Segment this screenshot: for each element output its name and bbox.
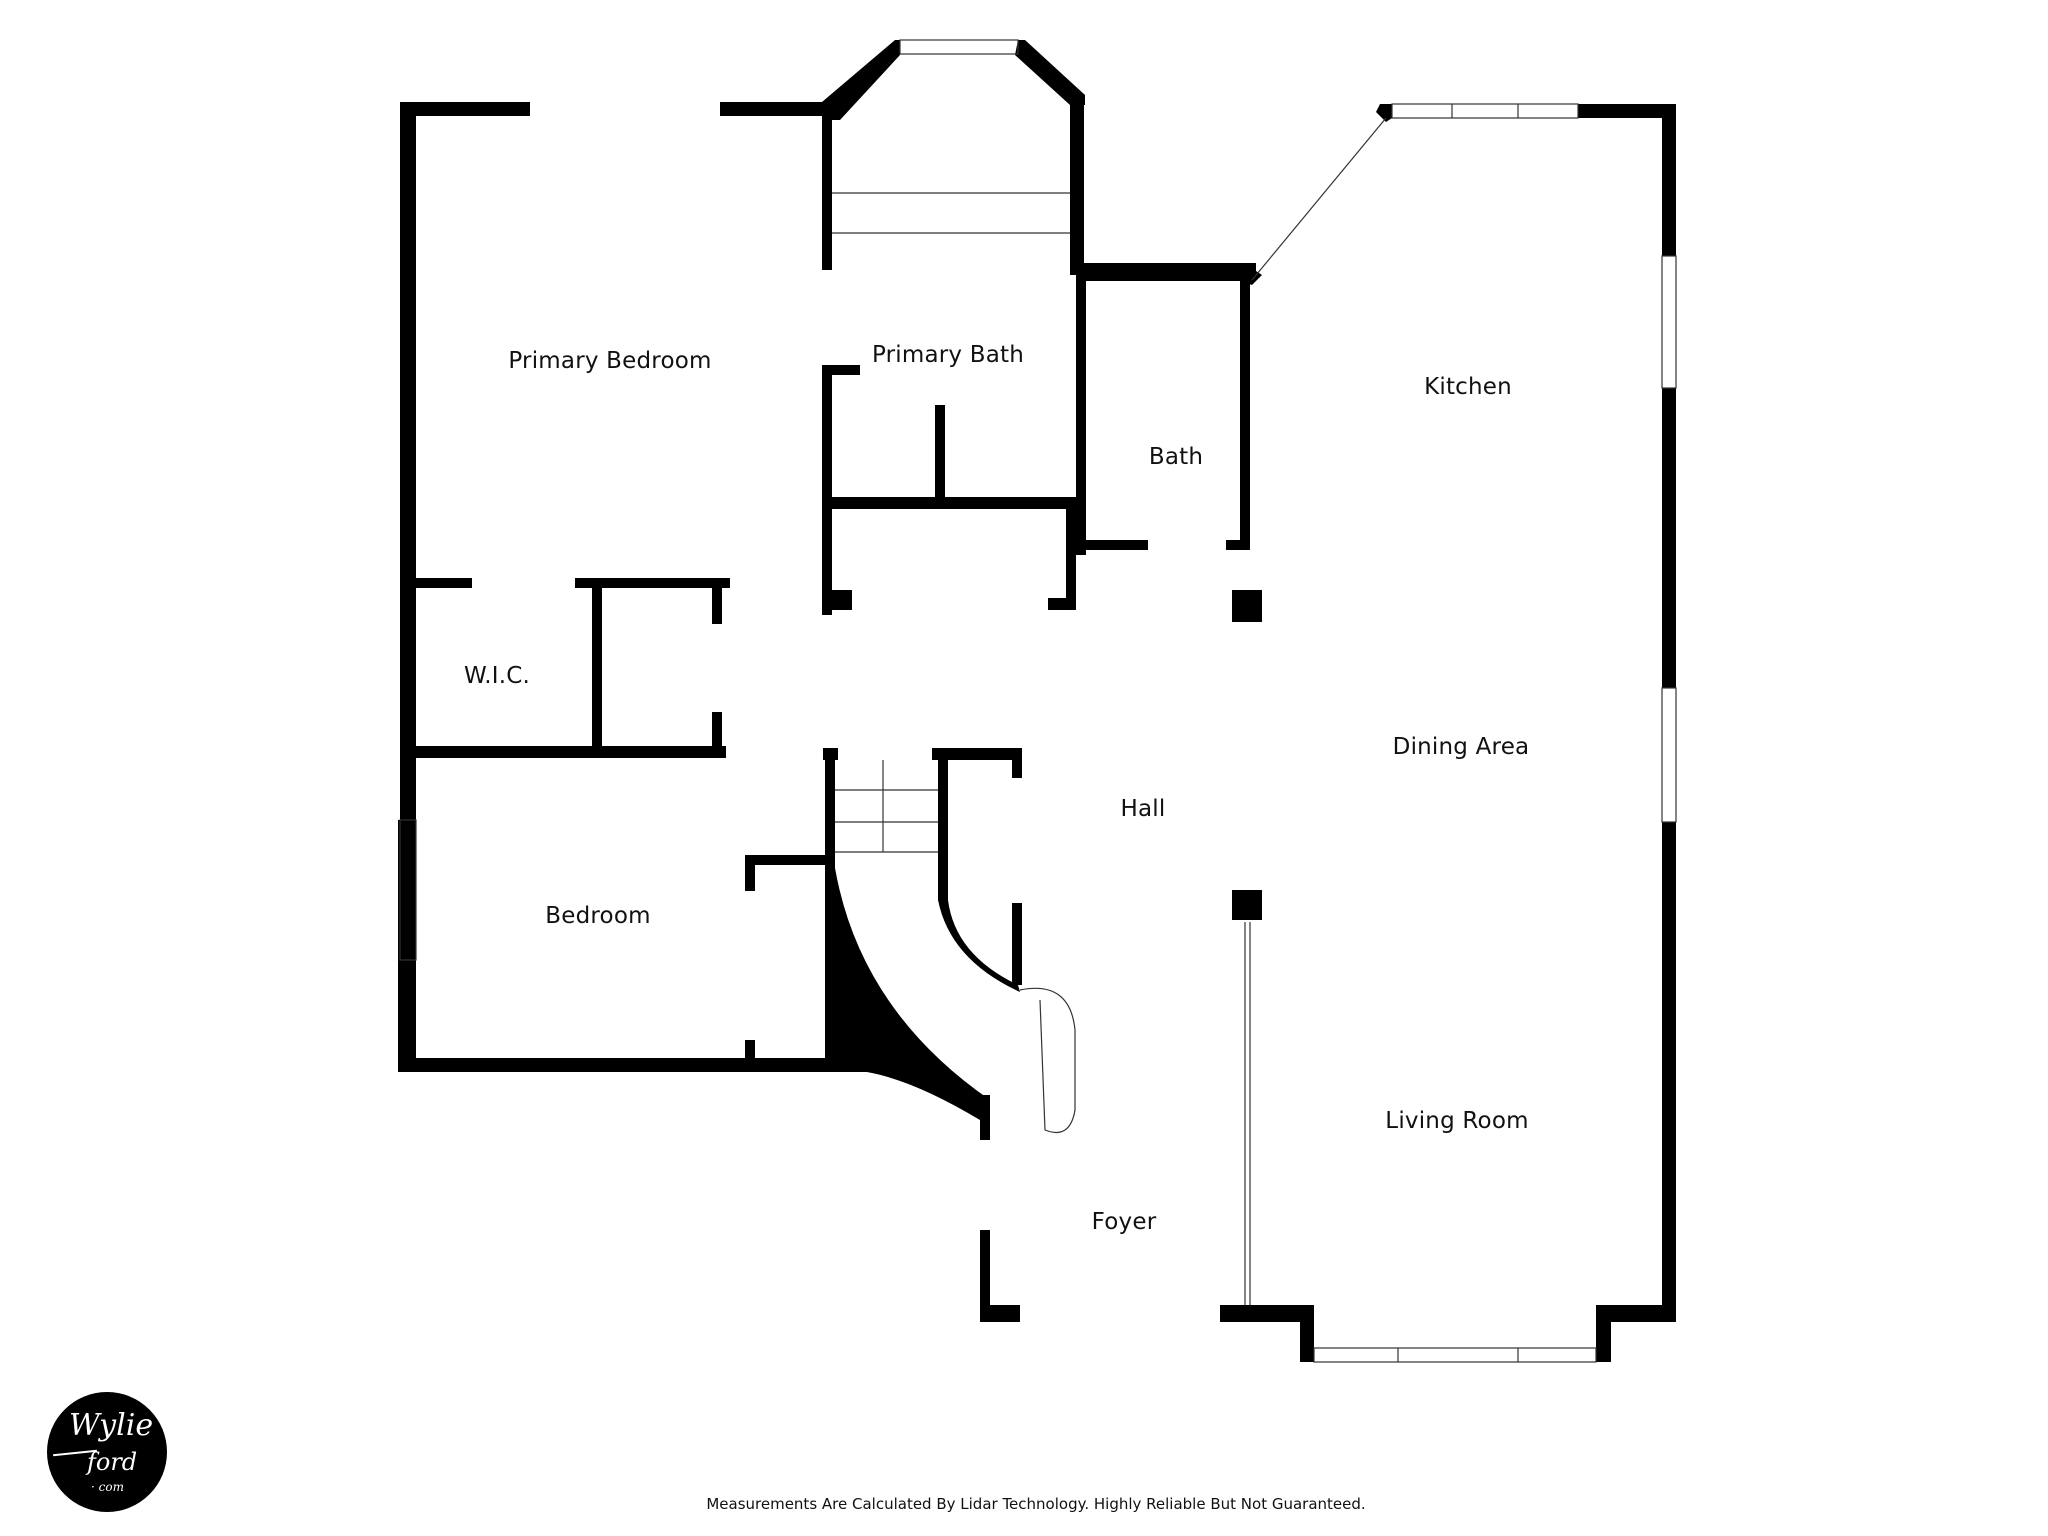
walls bbox=[398, 40, 1676, 1362]
room-label-bedroom: Bedroom bbox=[545, 903, 651, 929]
room-label-living-room: Living Room bbox=[1385, 1108, 1529, 1134]
room-label-kitchen: Kitchen bbox=[1424, 374, 1512, 400]
windows bbox=[399, 39, 1677, 1363]
logo-line1: Wylie bbox=[69, 1408, 154, 1443]
room-label-primary-bath: Primary Bath bbox=[871, 342, 1025, 368]
room-label-primary-bedroom: Primary Bedroom bbox=[508, 348, 712, 374]
logo-line3: · com bbox=[91, 1480, 124, 1494]
room-label-bath: Bath bbox=[1148, 444, 1204, 470]
room-label-wic: W.I.C. bbox=[463, 663, 531, 689]
logo-line2: ford bbox=[87, 1448, 138, 1476]
room-label-hall: Hall bbox=[1120, 796, 1166, 822]
measurement-disclaimer: Measurements Are Calculated By Lidar Tec… bbox=[706, 1495, 1366, 1513]
room-label-dining-area: Dining Area bbox=[1392, 734, 1530, 760]
room-label-foyer: Foyer bbox=[1091, 1209, 1157, 1235]
brand-logo: Wylie ford · com bbox=[47, 1392, 167, 1512]
